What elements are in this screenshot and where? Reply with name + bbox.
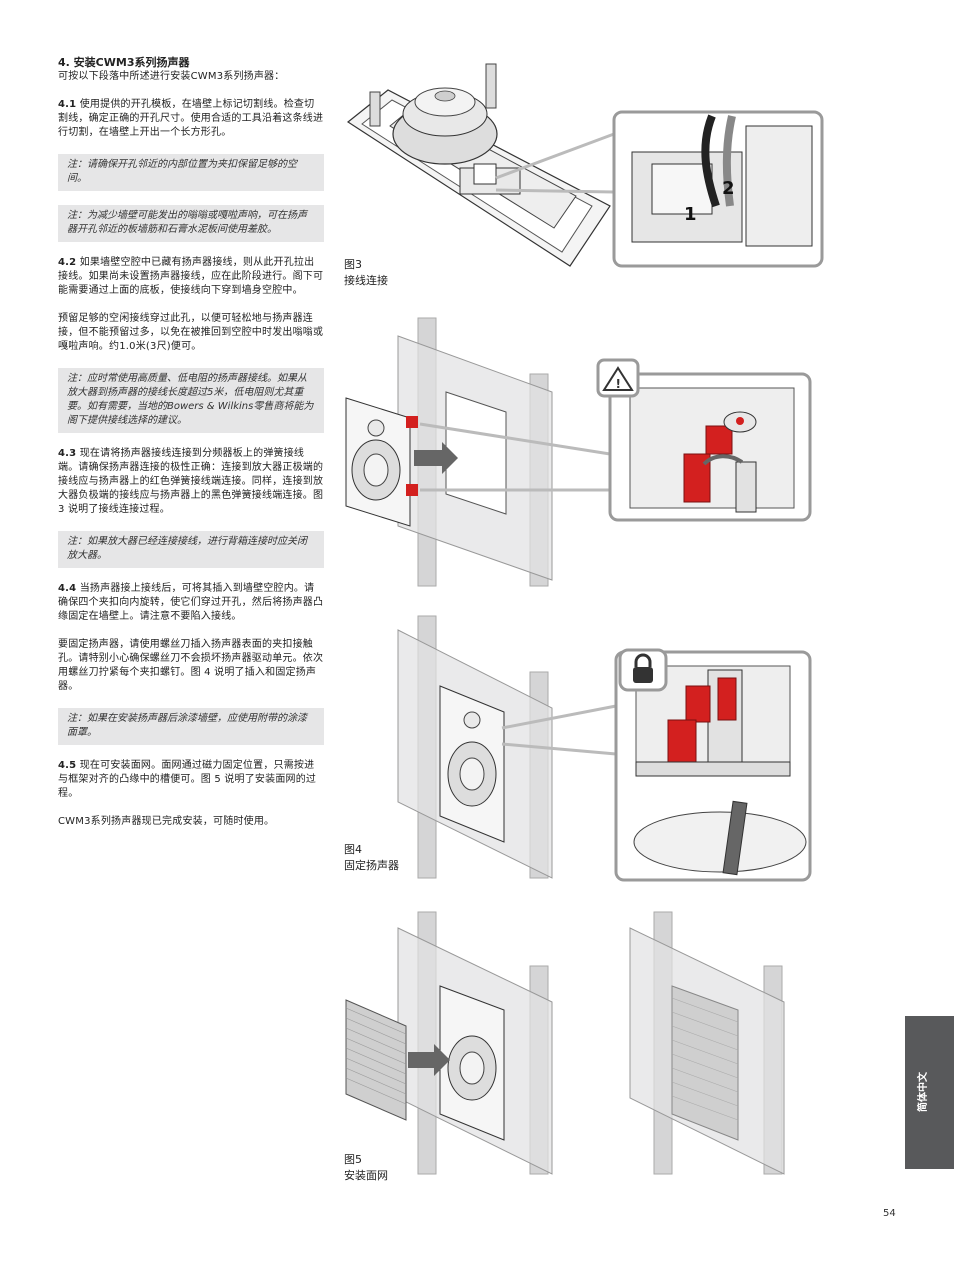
figure-4-caption: 图4 固定扬声器 — [344, 843, 399, 872]
figure-5-caption: 图5 安装面网 — [344, 1153, 388, 1182]
section-title: 4. 安装CWM3系列扬声器 — [58, 56, 190, 69]
language-tab: 简体中文 — [905, 1016, 954, 1169]
fig3-label-2: 2 — [722, 178, 735, 199]
note-cable-quality: 注：应时常使用高质量、低电阻的扬声器接线。如果从放大器到扬声器的接线长度超过5米… — [58, 368, 324, 433]
figure-5-illustration — [345, 911, 785, 1175]
figure-4-illustration — [397, 615, 812, 882]
figure-3-caption: 图3 接线连接 — [344, 258, 388, 287]
lock-icon — [633, 653, 653, 683]
note-amp-off: 注：如果放大器已经连接接线，进行背箱连接时应关闭放大器。 — [58, 531, 324, 568]
text-column: 4. 安装CWM3系列扬声器 可按以下段落中所述进行安装CWM3系列扬声器： 4… — [58, 56, 324, 843]
step-4-2: 4.2 如果墙壁空腔中已藏有扬声器接线，则从此开孔拉出接线。如果尚未设置扬声器接… — [58, 257, 324, 296]
note-rattle: 注：为减少墙壁可能发出的嗡嗡或嘎啦声响，可在扬声器开孔邻近的板墙筋和石膏水泥板间… — [58, 205, 324, 242]
step-4-3: 4.3 现在请将扬声器接线连接到分频器板上的弹簧接线端。请确保扬声器连接的极性正… — [58, 448, 324, 515]
note-paint-mask: 注：如果在安装扬声器后涂漆墙壁，应使用附带的涂漆面罩。 — [58, 708, 324, 745]
step-4-5: 4.5 现在可安装面网。面网通过磁力固定位置，只需按进与框架对齐的凸缘中的槽便可… — [58, 760, 317, 799]
language-tab-label: 简体中文 — [918, 1072, 929, 1112]
fig3-label-1: 1 — [684, 204, 697, 225]
para-complete: CWM3系列扬声器现已完成安装，可随时使用。 — [58, 816, 275, 827]
page-number: 54 — [883, 1208, 896, 1219]
step-4-1: 4.1 使用提供的开孔模板，在墙壁上标记切割线。检查切割线，确定正确的开孔尺寸。… — [58, 99, 324, 138]
note-clearance: 注：请确保开孔邻近的内部位置为夹扣保留足够的空间。 — [58, 154, 324, 191]
section-intro: 可按以下段落中所述进行安装CWM3系列扬声器： — [58, 71, 285, 82]
para-wire-slack: 预留足够的空闲接线穿过此孔，以便可轻松地与扬声器连接，但不能预留过多，以免在被推… — [58, 313, 324, 352]
warning-icon: ! — [616, 377, 621, 391]
figure-3-illustration: 2 1 — [346, 63, 824, 268]
para-fixing: 要固定扬声器，请使用螺丝刀插入扬声器表面的夹扣接触孔。请特别小心确保螺丝刀不会损… — [58, 639, 324, 692]
figure-insert-illustration: ! — [345, 317, 812, 587]
step-4-4: 4.4 当扬声器接上接线后，可将其插入到墙壁空腔内。请确保四个夹扣向内旋转，使它… — [58, 583, 324, 622]
